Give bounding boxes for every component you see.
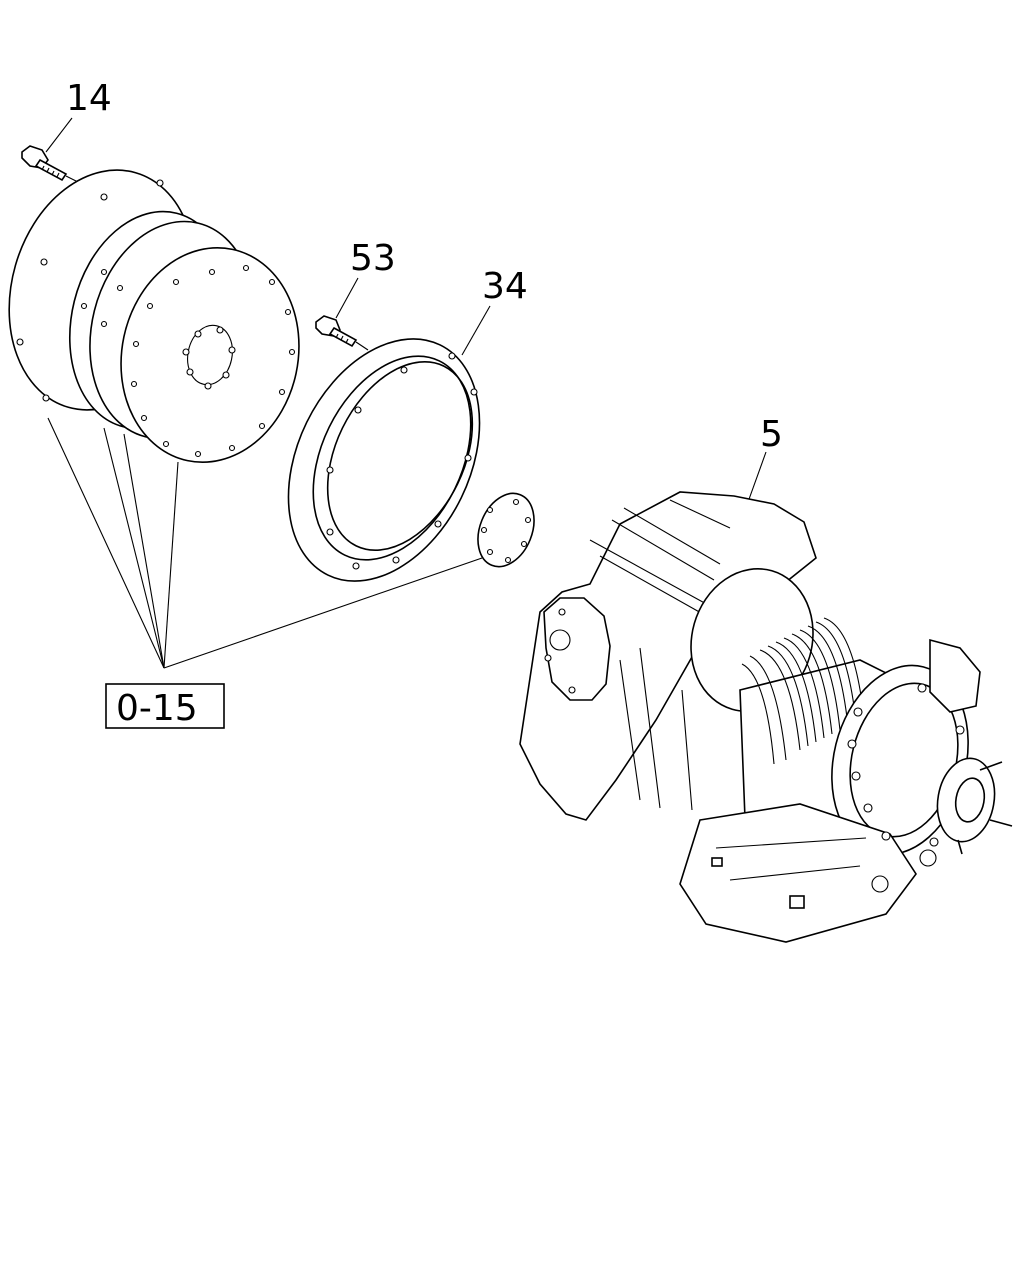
- ring-holes: [326, 352, 478, 570]
- shim-plate: [477, 492, 535, 568]
- callout-53: 53: [350, 238, 396, 279]
- adapter-ring-34: [287, 338, 481, 582]
- front-plate-holes: [80, 264, 296, 458]
- reference-label: 0-15: [116, 688, 198, 729]
- reference-box: 0-15: [105, 683, 225, 729]
- callout-leaders: [45, 117, 767, 503]
- back-plate-holes: [16, 179, 164, 402]
- transmission-5: [519, 491, 1013, 943]
- callout-14: 14: [66, 78, 112, 119]
- callout-34: 34: [482, 266, 528, 307]
- callout-5: 5: [760, 414, 783, 455]
- reference-leaders: [47, 417, 483, 669]
- flexplate-assembly: [8, 169, 300, 464]
- bolt-53-icon: [315, 315, 369, 351]
